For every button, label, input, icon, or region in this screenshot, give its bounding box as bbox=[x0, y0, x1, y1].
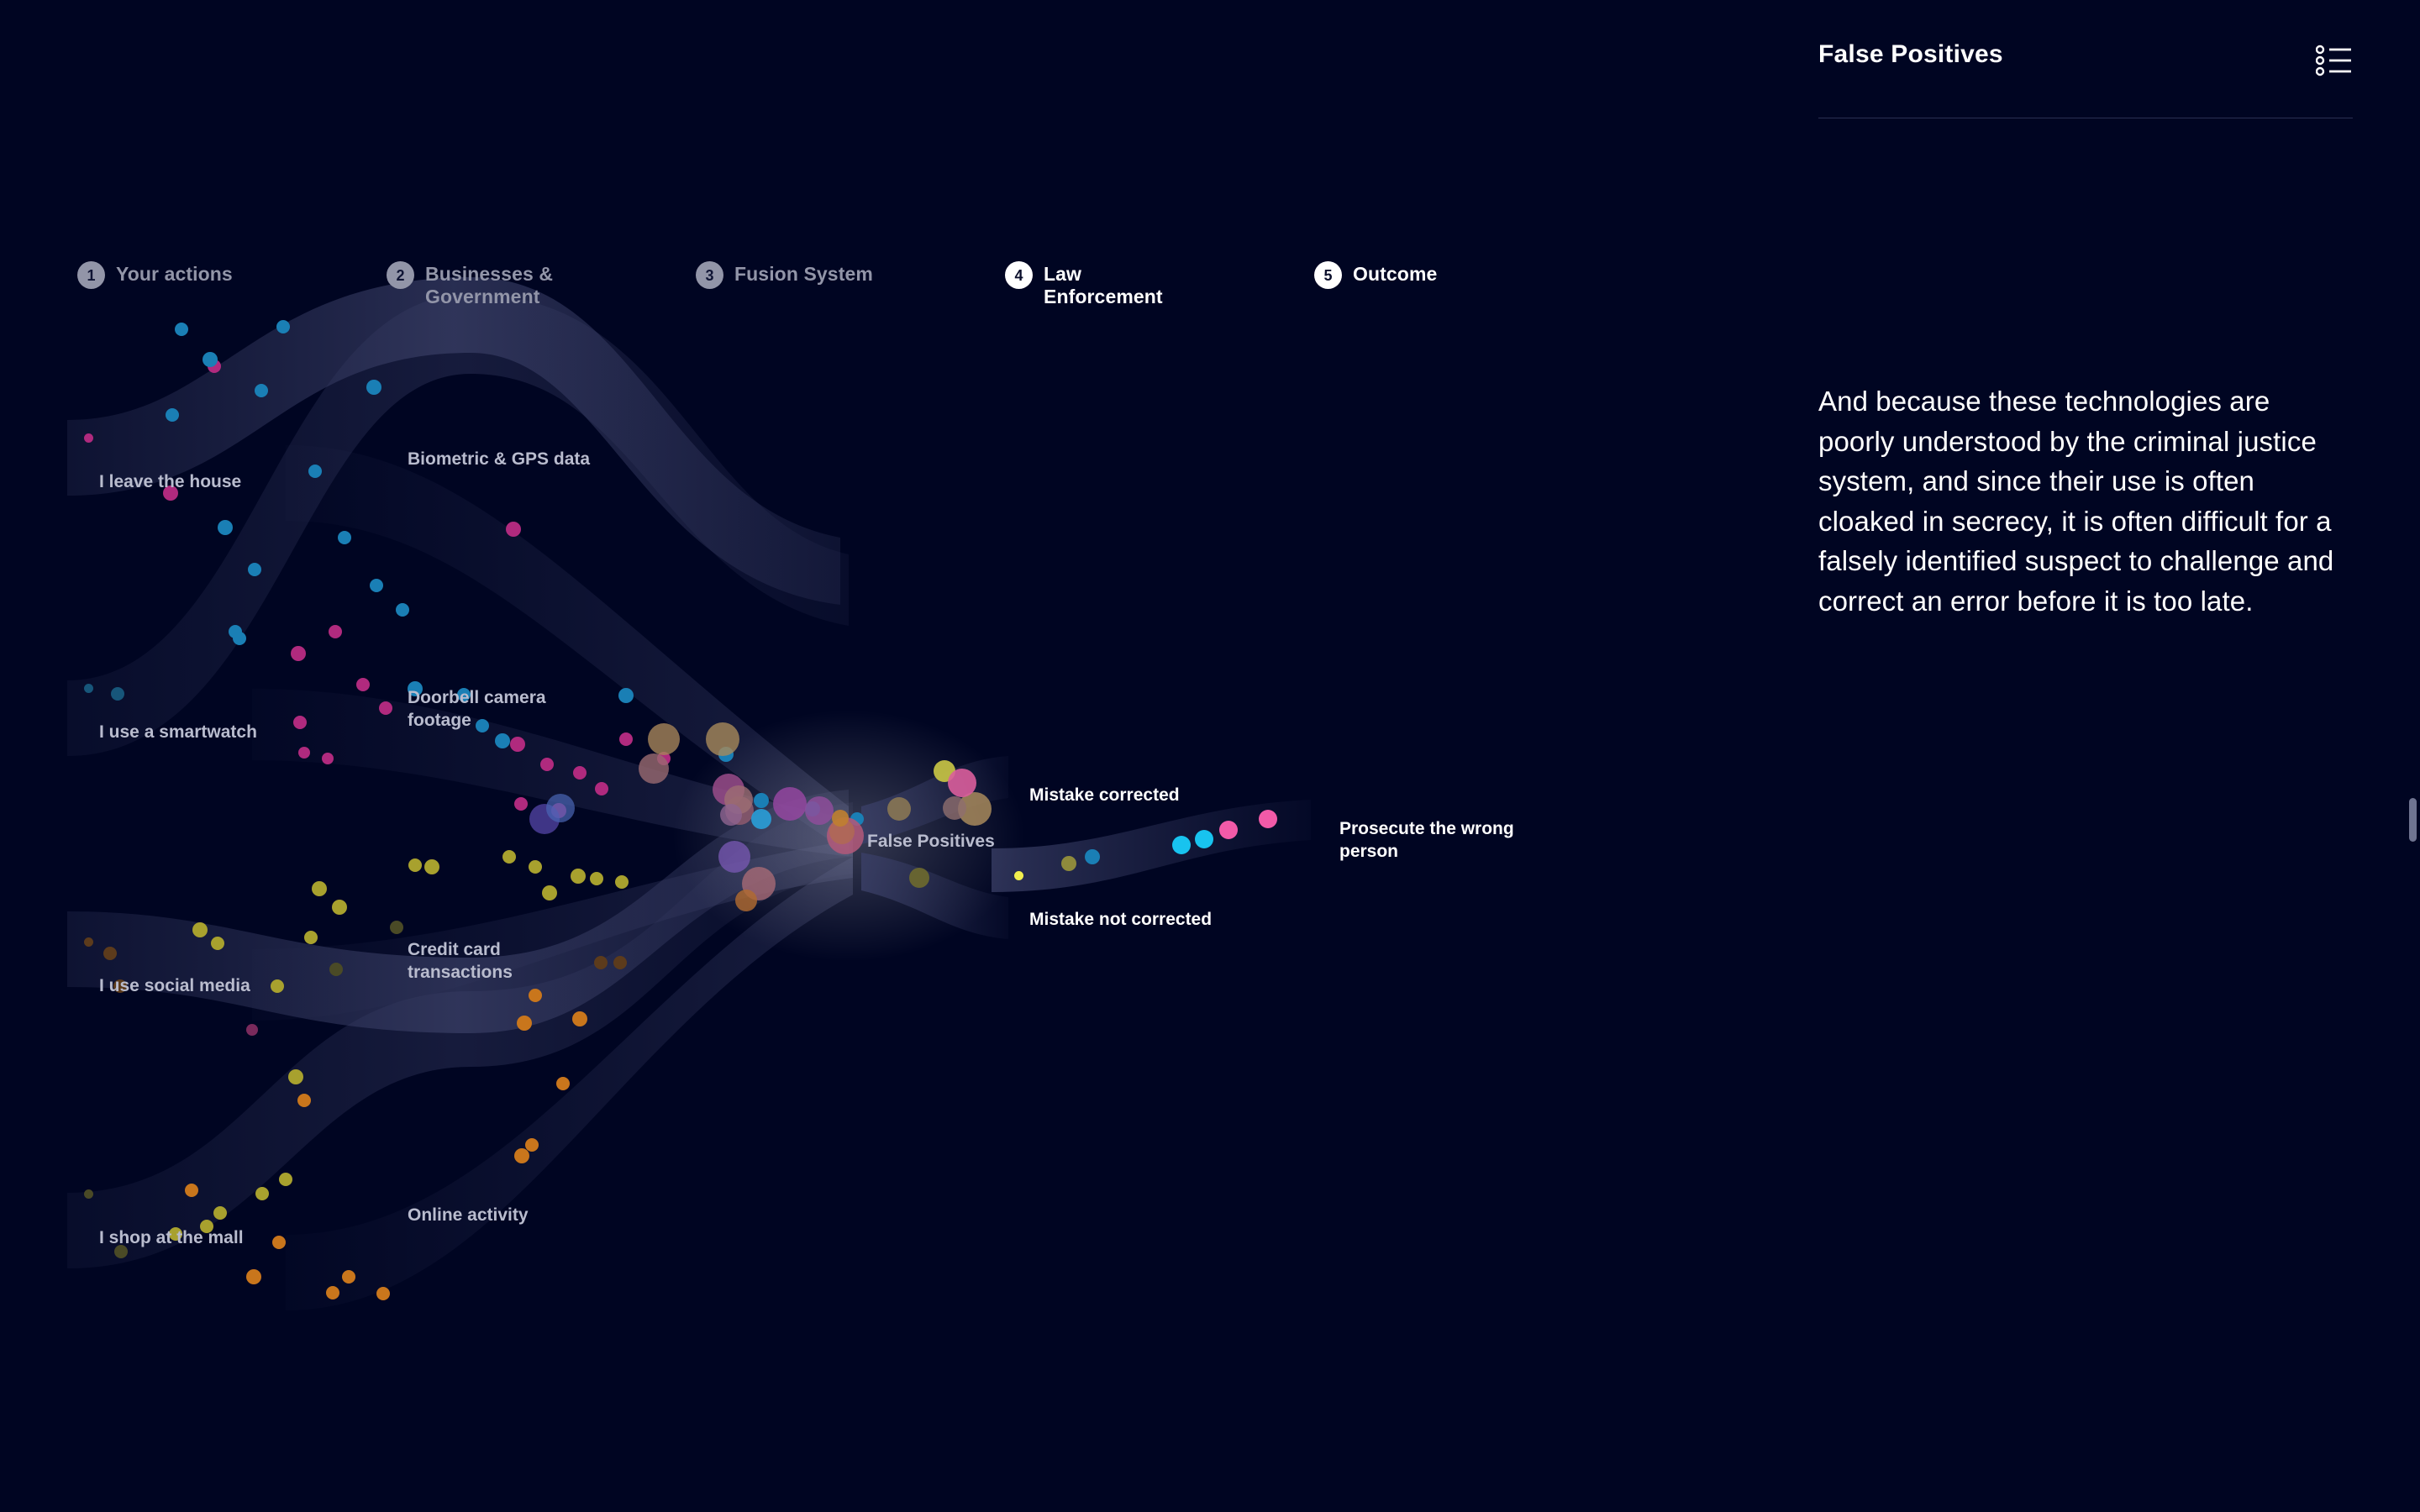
sidebar-header: False Positives bbox=[1818, 40, 2353, 77]
step-4-label: Law Enforcement bbox=[1044, 263, 1163, 308]
flow-label-text: I use social media bbox=[99, 975, 250, 995]
dot-mistake-not-corrected bbox=[1014, 871, 1023, 880]
flow-label-prosecute-the-wrong-person[interactable]: Prosecute the wrong person bbox=[1339, 796, 1514, 863]
flow-label-text: Online activity bbox=[408, 1205, 529, 1226]
dot-i-shop-at-the-mall bbox=[84, 1189, 93, 1199]
ribbon-converge-bottom bbox=[286, 857, 853, 1310]
flow-label-biometric-gps-data[interactable]: Biometric & GPS data bbox=[408, 427, 590, 471]
step-1-your-actions[interactable]: 1 Your actions bbox=[77, 260, 233, 289]
step-2-businesses-government[interactable]: 2 Businesses & Government bbox=[387, 260, 553, 308]
flow-label-text: I shop at the mall bbox=[99, 1227, 244, 1247]
sidebar-panel: False Positives And because these techno… bbox=[1765, 0, 2420, 1512]
step-1-label: Your actions bbox=[116, 263, 233, 285]
ribbon-to-mistake-not-corrected bbox=[861, 853, 1008, 939]
dot-i-leave-the-house bbox=[84, 433, 93, 443]
flow-label-mistake-corrected[interactable]: Mistake corrected bbox=[1029, 763, 1180, 807]
scrollbar-track[interactable] bbox=[2405, 0, 2420, 1512]
step-3-label: Fusion System bbox=[734, 263, 873, 285]
flow-label-credit-card-transactions[interactable]: Credit card transactions bbox=[408, 917, 513, 984]
flow-label-text: I leave the house bbox=[99, 471, 242, 491]
flow-label-false-positives[interactable]: False Positives bbox=[867, 809, 995, 853]
ribbon-smartwatch-to-doorbell bbox=[67, 294, 849, 756]
flow-diagram-svg bbox=[67, 277, 1311, 1310]
step-4-law-enforcement[interactable]: 4 Law Enforcement bbox=[1005, 260, 1163, 308]
flow-label-text: Mistake corrected bbox=[1029, 785, 1180, 806]
flow-label-online-activity[interactable]: Online activity bbox=[408, 1183, 529, 1227]
step-1-number: 1 bbox=[77, 261, 105, 289]
ribbon-group-upper bbox=[67, 277, 849, 756]
step-4-number: 4 bbox=[1005, 261, 1033, 289]
dot-i-use-a-smartwatch bbox=[84, 684, 93, 693]
step-5-outcome[interactable]: 5 Outcome bbox=[1314, 260, 1437, 289]
flow-label-text: Prosecute the wrong person bbox=[1339, 819, 1514, 861]
dot-i-use-social-media bbox=[84, 937, 93, 947]
step-indicator-bar: 1 Your actions 2 Businesses & Government… bbox=[0, 260, 1765, 361]
flow-label-i-shop-at-the-mall[interactable]: I shop at the mall bbox=[84, 1183, 244, 1249]
flow-label-text: I use a smartwatch bbox=[99, 722, 257, 742]
flow-label-mistake-not-corrected[interactable]: Mistake not corrected bbox=[1014, 864, 1213, 931]
scrollbar-thumb[interactable] bbox=[2409, 798, 2417, 842]
step-5-number: 5 bbox=[1314, 261, 1342, 289]
flow-label-text: Credit card transactions bbox=[408, 940, 513, 982]
sidebar-body-text: And because these technologies are poorl… bbox=[1818, 386, 2334, 617]
particle-layer bbox=[103, 320, 1277, 1300]
list-icon[interactable] bbox=[2315, 44, 2353, 77]
flow-label-text: Doorbell camera footage bbox=[408, 688, 546, 730]
ribbon-converge-top bbox=[286, 445, 849, 853]
flow-label-text: Biometric & GPS data bbox=[408, 449, 591, 470]
flow-label-doorbell-camera-footage[interactable]: Doorbell camera footage bbox=[408, 665, 546, 732]
flow-label-i-use-a-smartwatch[interactable]: I use a smartwatch bbox=[84, 677, 257, 743]
sidebar-title: False Positives bbox=[1818, 40, 2003, 68]
step-2-label: Businesses & Government bbox=[425, 263, 554, 308]
flow-label-text: False Positives bbox=[867, 832, 995, 852]
ribbon-leave-house-to-biometric bbox=[67, 277, 840, 605]
flow-label-i-use-social-media[interactable]: I use social media bbox=[84, 931, 250, 997]
ribbon-mall-to-online bbox=[67, 802, 853, 1268]
step-5-label: Outcome bbox=[1353, 263, 1438, 285]
flow-label-text: Mistake not corrected bbox=[1029, 909, 1213, 929]
step-2-number: 2 bbox=[387, 261, 414, 289]
step-3-number: 3 bbox=[696, 261, 723, 289]
step-3-fusion-system[interactable]: 3 Fusion System bbox=[696, 260, 873, 289]
flow-visualization[interactable]: 1 Your actions 2 Businesses & Government… bbox=[0, 0, 1765, 1512]
flow-label-i-leave-the-house[interactable]: I leave the house bbox=[84, 427, 242, 493]
